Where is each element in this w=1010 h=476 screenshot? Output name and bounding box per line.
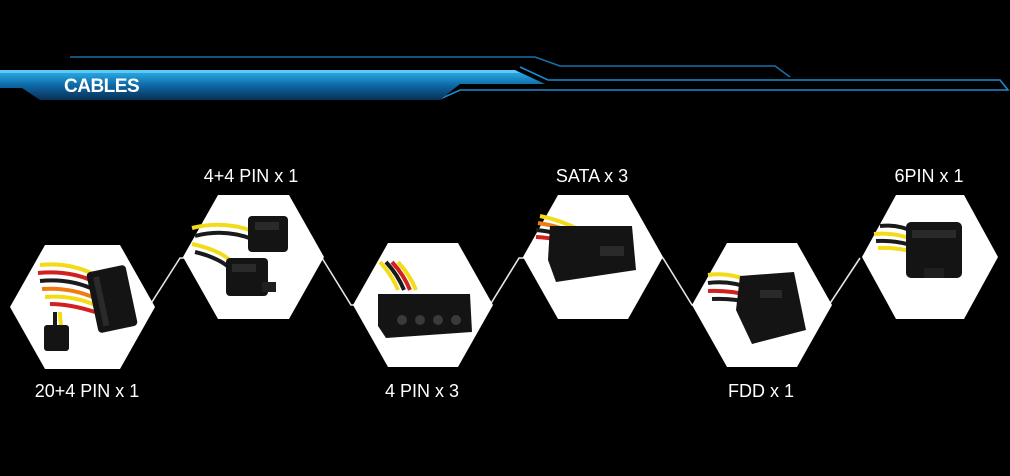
cable-card-fdd xyxy=(692,243,832,367)
eps-8pin-connector-icon xyxy=(191,216,288,296)
cable-card-molex xyxy=(353,243,493,367)
cable-card-eps xyxy=(183,195,324,319)
sata-power-connector-icon xyxy=(535,214,636,282)
banner-bar xyxy=(0,70,545,100)
cable-label-sata: SATA x 3 xyxy=(556,166,628,186)
fdd-power-connector-icon xyxy=(707,272,806,344)
cable-card-atx xyxy=(10,245,155,369)
molex-4pin-connector-icon xyxy=(378,260,472,338)
hexagon-frame xyxy=(183,195,324,319)
cable-card-pcie xyxy=(862,195,998,319)
cable-label-molex: 4 PIN x 3 xyxy=(385,381,459,401)
cable-label-pcie: 6PIN x 1 xyxy=(894,166,963,186)
banner-right-outline xyxy=(439,66,1010,100)
cable-label-atx: 20+4 PIN x 1 xyxy=(35,381,140,401)
section-header-banner: CABLES xyxy=(0,56,1010,100)
banner-top-outline xyxy=(70,56,791,78)
banner-bar-shine xyxy=(0,70,520,73)
cable-label-fdd: FDD x 1 xyxy=(728,381,794,401)
pcie-6pin-connector-icon xyxy=(873,222,962,278)
cable-label-eps: 4+4 PIN x 1 xyxy=(204,166,299,186)
atx-24pin-connector-icon xyxy=(37,262,138,351)
cable-card-sata xyxy=(523,195,663,319)
section-title: CABLES xyxy=(64,76,139,97)
